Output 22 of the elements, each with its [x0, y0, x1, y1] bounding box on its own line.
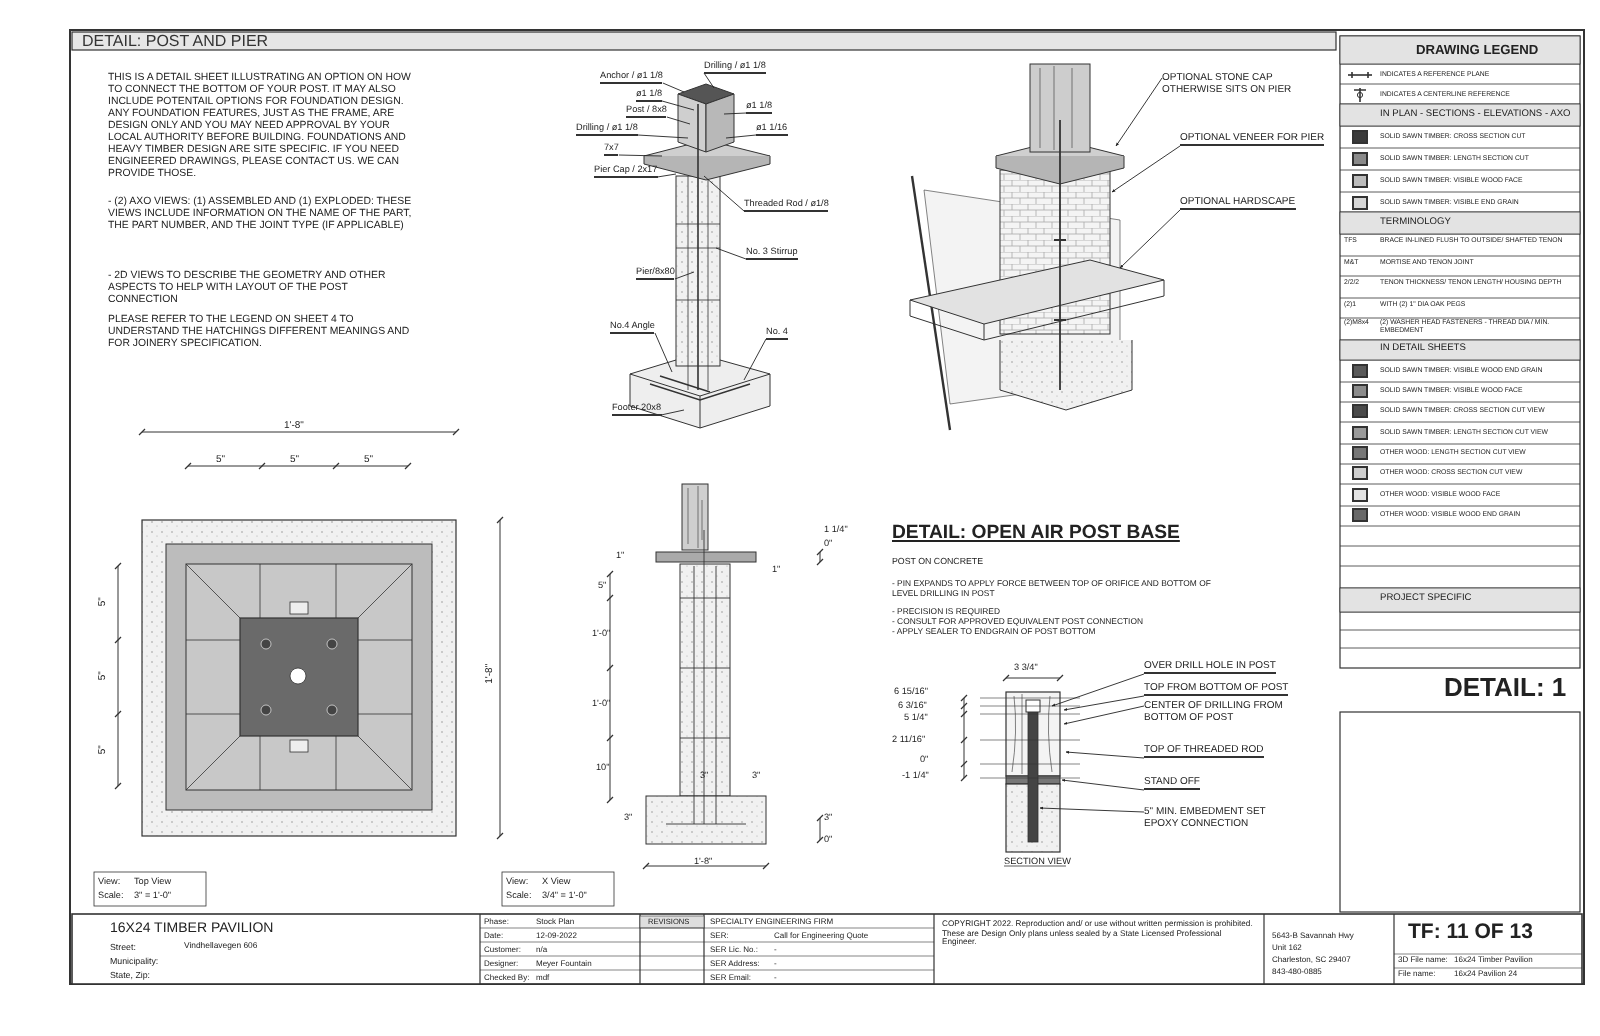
leader-line — [666, 116, 691, 125]
leader-line — [637, 134, 689, 139]
section-view-drawing — [979, 691, 1081, 867]
leader-line — [723, 112, 747, 115]
sheet-number: TF: 11 OF 13 — [1408, 920, 1533, 945]
leader-line — [674, 271, 695, 280]
leader-line — [703, 72, 715, 89]
leader-line — [660, 409, 685, 416]
leader-line — [656, 173, 677, 178]
leader-line — [654, 332, 673, 373]
leader-line — [725, 134, 757, 139]
veneer-axo-drawing — [909, 63, 1165, 431]
leader-line — [743, 338, 767, 381]
leader-line — [703, 175, 745, 212]
leader-line — [662, 82, 685, 93]
leader-line — [715, 247, 747, 260]
notes-box — [1339, 711, 1581, 913]
detail-title: DETAIL: OPEN AIR POST BASE — [892, 522, 1180, 545]
leader-line — [618, 154, 663, 157]
sheet-title: DETAIL: POST AND PIER — [82, 31, 269, 50]
detail-number: DETAIL: 1 — [1444, 674, 1567, 704]
leader-line — [661, 100, 695, 111]
